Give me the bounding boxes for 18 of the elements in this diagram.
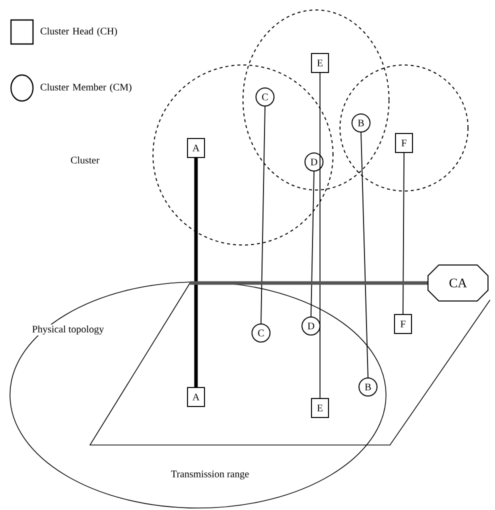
connector-line bbox=[194, 158, 198, 387]
connector-line bbox=[402, 152, 404, 314]
cluster-head-square: E bbox=[311, 398, 329, 418]
legend-text: Cluster Member (CM) bbox=[40, 83, 132, 93]
hexagon-node: CA bbox=[428, 264, 488, 302]
legend-text: Cluster Head (CH) bbox=[40, 27, 117, 37]
connector-line bbox=[260, 106, 266, 324]
cluster-head-square: A bbox=[187, 387, 205, 407]
connector-line bbox=[310, 171, 314, 317]
cluster-head-square: E bbox=[311, 53, 329, 73]
connector-line bbox=[360, 132, 368, 378]
connector-line bbox=[190, 281, 428, 285]
text-label: Cluster bbox=[70, 155, 100, 165]
cluster-head-square: F bbox=[395, 133, 413, 153]
cluster-head-square: F bbox=[394, 314, 412, 334]
text-label: Transmission range bbox=[170, 470, 250, 480]
text-label: Physical topology bbox=[31, 324, 105, 336]
cluster-head-square: A bbox=[187, 138, 205, 158]
